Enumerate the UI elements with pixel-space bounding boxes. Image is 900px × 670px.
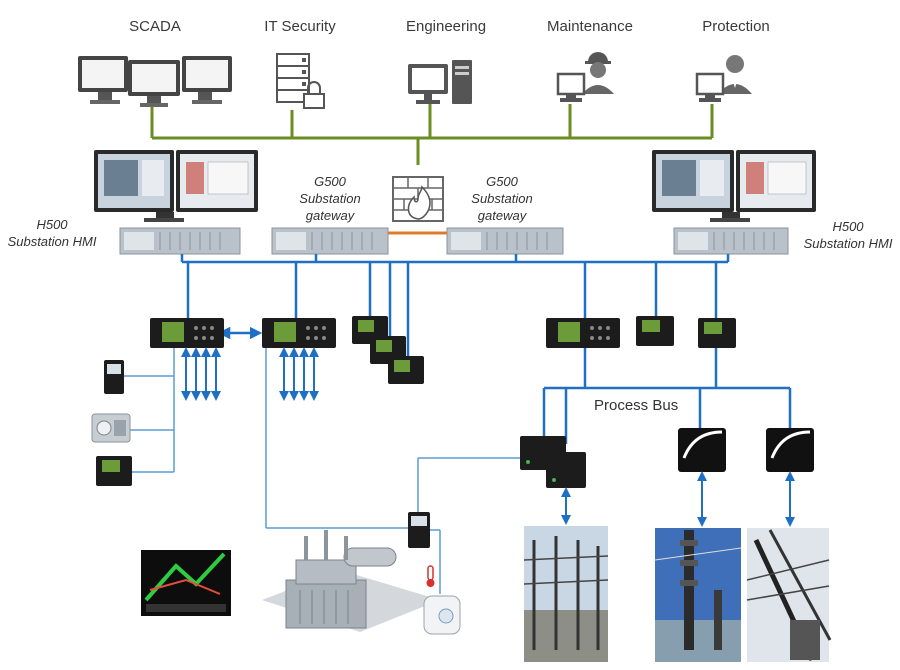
ied-relay-center	[262, 318, 336, 348]
merging-unit-right-b	[766, 428, 814, 472]
hmi-right-label: H500 Substation HMI	[796, 218, 900, 252]
merging-unit-right-a	[678, 428, 726, 472]
hmi-right-line2: Substation HMI	[803, 236, 893, 251]
maintenance-worker-icon	[556, 52, 614, 102]
switchyard-photo-right	[746, 528, 832, 662]
ied-small-right-b	[698, 318, 736, 348]
switchyard-arrows	[561, 471, 795, 527]
transformer-illustration	[262, 530, 440, 632]
scada-monitors-icon	[78, 56, 232, 107]
switchyard-photo-center	[654, 528, 742, 662]
hmi-right-rack	[673, 227, 789, 255]
hmi-left-label: H500 Substation HMI	[2, 216, 102, 250]
thermometer-icon	[426, 565, 435, 587]
engineering-label: Engineering	[405, 18, 487, 35]
field-device-ied	[96, 456, 132, 486]
gateway-right-line2: Substation	[471, 191, 533, 206]
dga-sensor	[423, 595, 461, 635]
relay-io-arrows-left	[181, 347, 221, 401]
corporate-network	[150, 104, 714, 165]
ied-small-right-a	[636, 316, 674, 346]
field-device-controller	[104, 360, 124, 394]
firewall-icon	[392, 176, 444, 222]
device-links	[124, 348, 520, 594]
hmi-left-monitors	[94, 150, 258, 222]
gateway-right-rack	[446, 227, 564, 255]
relay-io-arrows-center	[279, 347, 319, 401]
gateway-right-label: G500 Substation gateway	[462, 173, 542, 224]
gateway-left-rack	[271, 227, 389, 255]
server-lock-icon	[276, 53, 325, 109]
gateway-right-line3: gateway	[477, 208, 527, 223]
engineering-workstation-icon	[408, 60, 472, 104]
gateway-left-label: G500 Substation gateway	[290, 173, 370, 224]
hmi-left-rack	[119, 227, 241, 255]
gateway-left-line1: G500	[314, 174, 346, 189]
gateway-left-line2: Substation	[299, 191, 361, 206]
process-bus	[542, 348, 792, 444]
gateway-right-line1: G500	[486, 174, 518, 189]
hmi-left-line1: H500	[36, 217, 68, 232]
transformer-monitor-device	[408, 512, 430, 548]
ied-small-stack	[352, 316, 424, 384]
hmi-right-monitors	[652, 150, 816, 222]
field-device-sensor	[91, 413, 131, 443]
hmi-left-line2: Substation HMI	[7, 234, 97, 249]
process-bus-label: Process Bus	[594, 397, 679, 414]
it-security-label: IT Security	[264, 18, 336, 35]
gateway-left-line3: gateway	[305, 208, 355, 223]
scada-label: SCADA	[129, 18, 181, 35]
merging-unit-pair	[520, 436, 586, 488]
protection-label: Protection	[702, 18, 770, 35]
protection-operator-icon	[695, 55, 752, 102]
ied-relay-left	[150, 318, 224, 348]
thermal-imaging-screen	[141, 550, 231, 616]
hmi-right-line1: H500	[832, 219, 864, 234]
maintenance-label: Maintenance	[547, 18, 633, 35]
ied-relay-right	[546, 318, 620, 348]
switchyard-photo-left	[523, 526, 609, 662]
station-bus	[180, 254, 730, 356]
